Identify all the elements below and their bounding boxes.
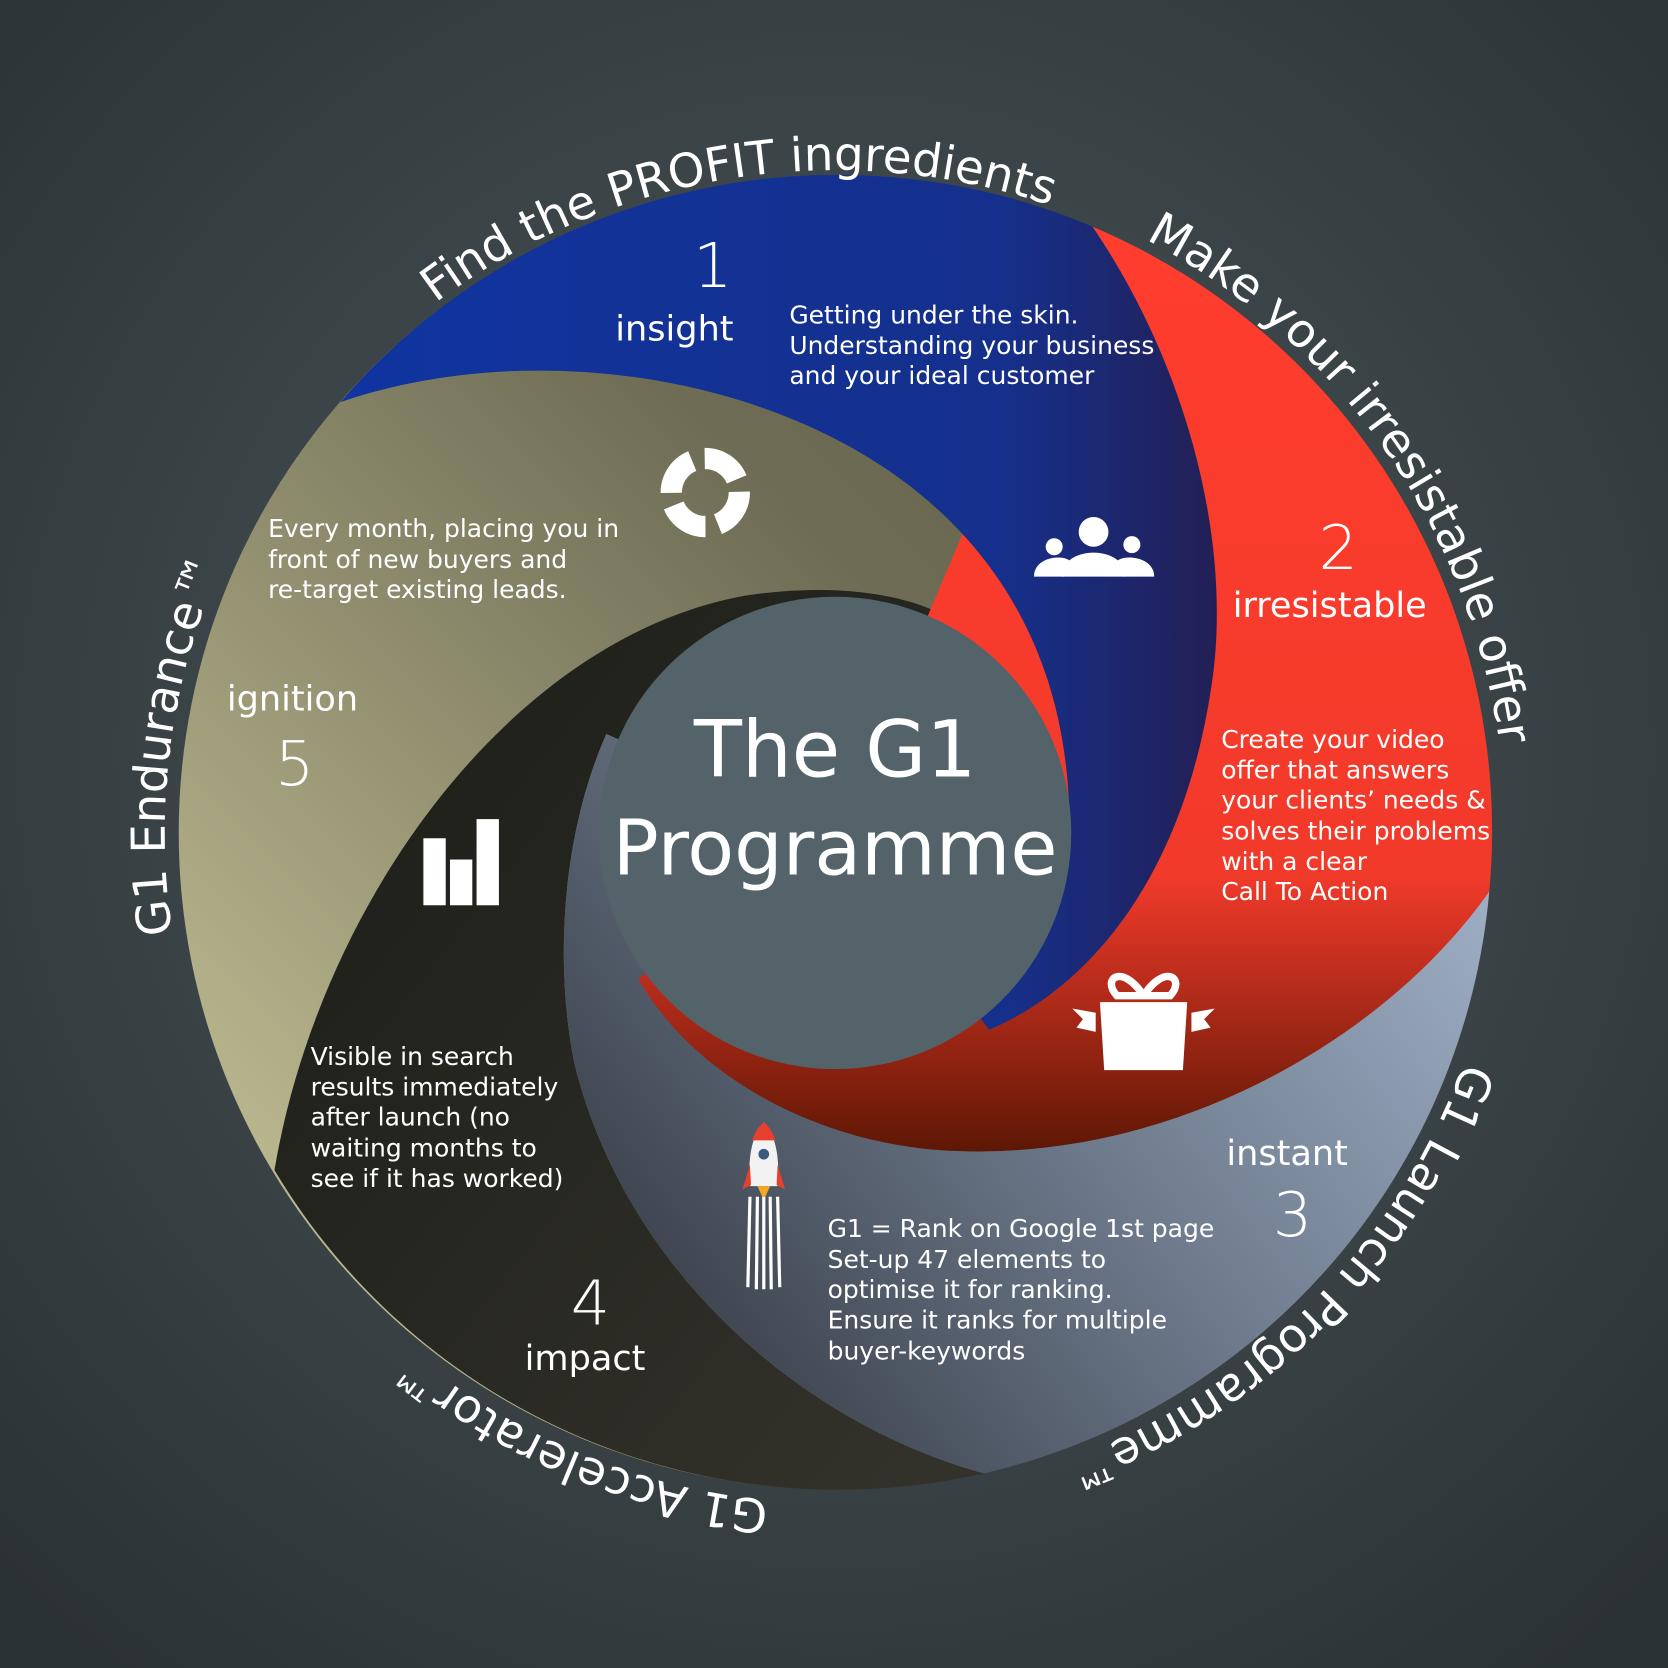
stage-2-label: irresistable [1233,585,1427,626]
center-title-line2: Programme [613,804,1058,893]
center-circle [598,596,1072,1070]
center-title-line1: The G1 [693,704,976,796]
people-icon [1033,516,1155,577]
stage-5-description: Every month, placing you in front of new… [268,514,627,604]
bar-chart-icon [423,819,499,906]
rocket-icon [742,1122,786,1290]
stage-2-description: Create your video offer that answers you… [1221,725,1498,906]
stage-1-description: Getting under the skin. Understanding yo… [789,300,1162,390]
stage-3-description: G1 = Rank on Google 1st page Set-up 47 e… [828,1214,1223,1365]
stage-4-number: 4 [571,1267,610,1339]
gift-icon [1072,972,1215,1071]
stage-1-number: 1 [693,230,732,302]
stage-2-number: 2 [1319,512,1358,584]
stage-5-label: ignition [227,679,358,720]
stage-1-label: insight [615,308,733,349]
stage-3-number: 3 [1273,1179,1312,1251]
segment-insight [340,174,1217,1030]
stage-5-number: 5 [275,728,314,800]
stage-3-label: instant [1226,1133,1348,1174]
cycle-icon [660,447,750,538]
stage-4-label: impact [525,1338,646,1379]
stage-4-description: Visible in search results immediately af… [311,1042,567,1193]
